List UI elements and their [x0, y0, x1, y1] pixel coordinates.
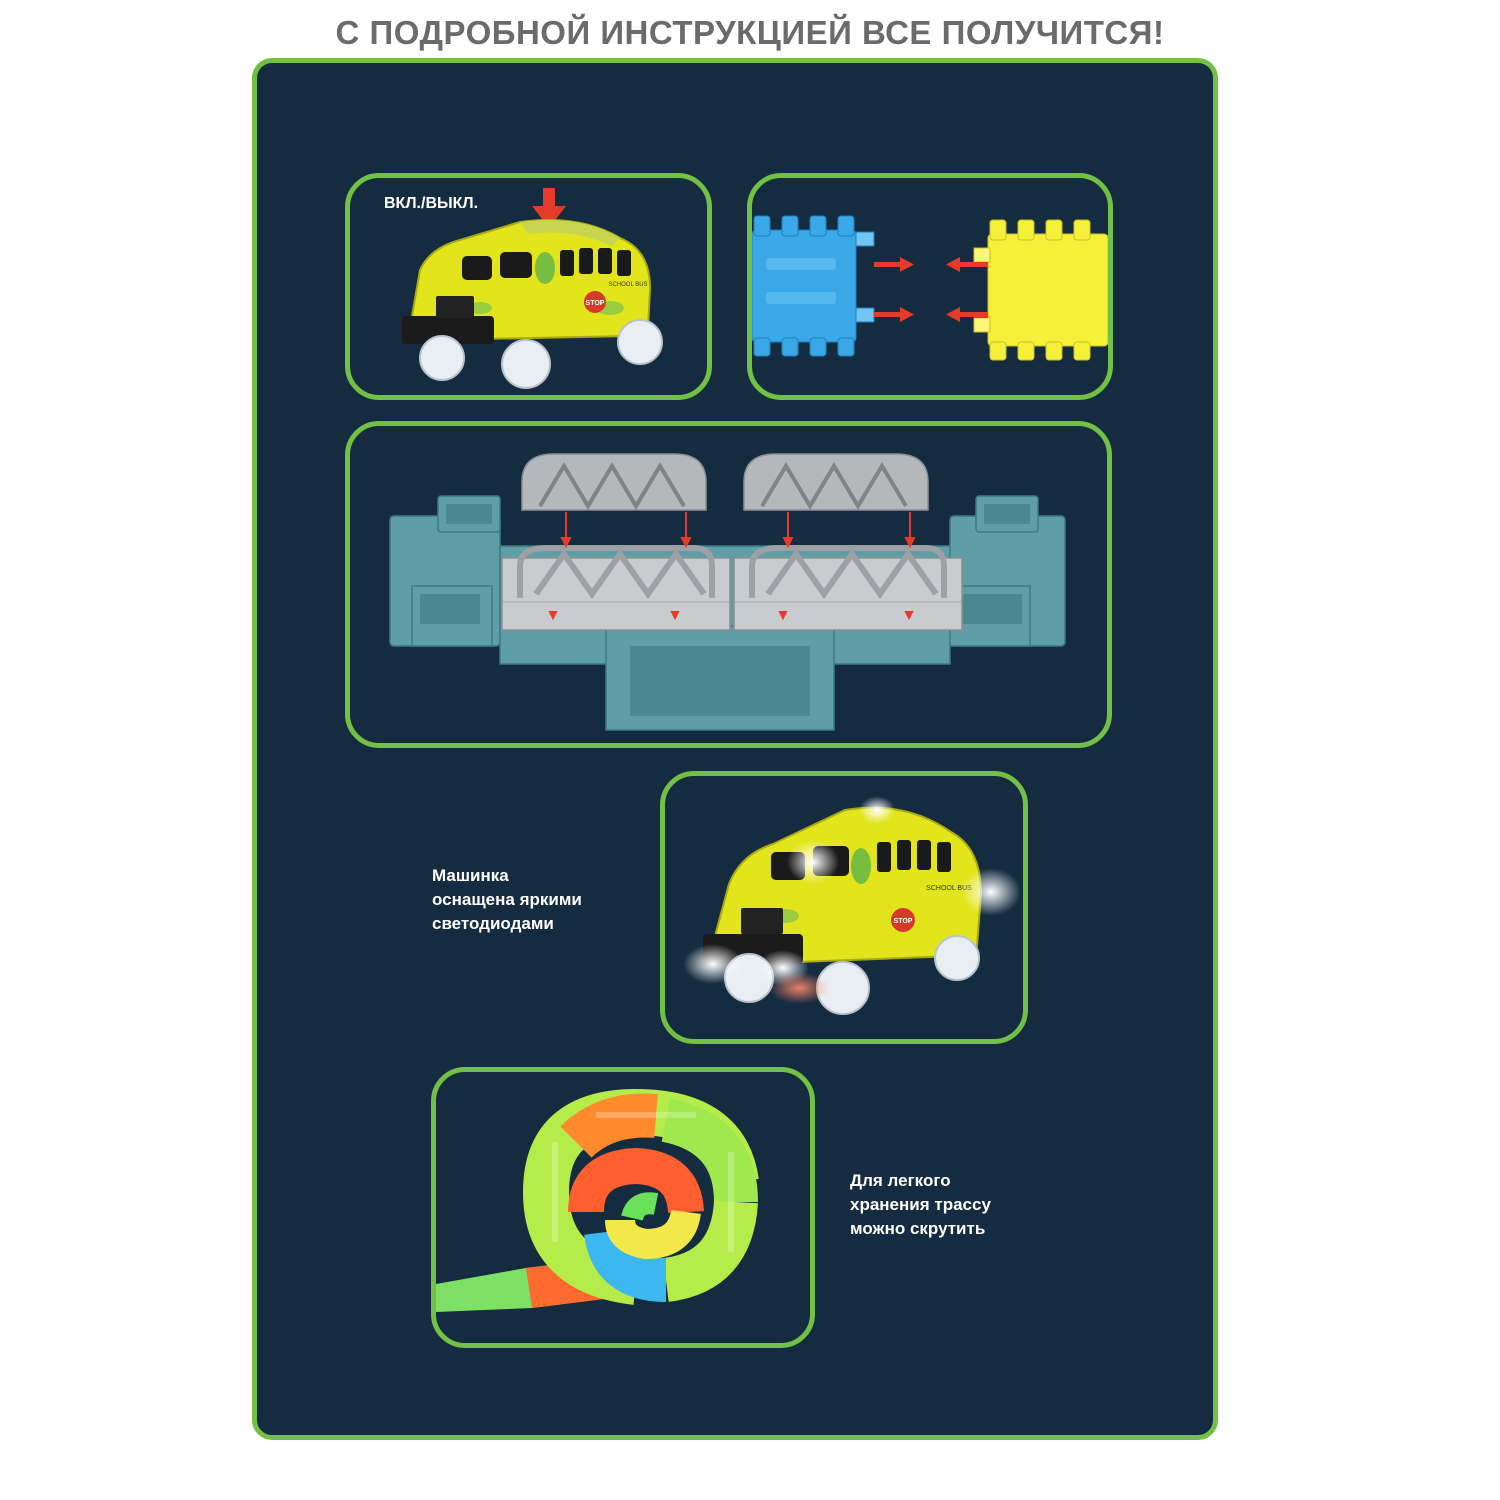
panel-power-switch: ВКЛ./ВЫКЛ. STOP SCHOOL BUS — [345, 173, 712, 400]
connect-arrows-icon — [874, 257, 988, 322]
power-label: ВКЛ./ВЫКЛ. — [384, 195, 479, 212]
bus-text: SCHOOL BUS — [608, 282, 647, 288]
led-bus-text: SCHOOL BUS — [926, 885, 972, 892]
bridge-rail-lower — [517, 545, 947, 600]
rolled-track-image — [436, 1088, 759, 1312]
bridge-deck — [501, 557, 963, 631]
led-glow-icon — [683, 796, 1021, 1004]
bridge-image — [389, 453, 1066, 731]
led-stop-sign-text: STOP — [894, 918, 913, 925]
roll-caption-line-2: хранения трассу — [850, 1195, 991, 1214]
yellow-track-piece — [973, 219, 1108, 361]
track-teeth — [552, 1112, 734, 1252]
car-image: STOP SCHOOL BUS — [402, 188, 663, 389]
roll-caption: Для легкого хранения трассу можно скрути… — [850, 1169, 991, 1241]
panel-led-car: STOP SCHOOL BUS — [660, 771, 1028, 1044]
led-car-image: STOP SCHOOL BUS — [683, 796, 1021, 1015]
placement-arrows-icon — [548, 512, 916, 621]
stop-sign-text: STOP — [586, 300, 605, 307]
track-connect-image — [752, 215, 1108, 361]
leds-caption-line-2: оснащена яркими — [432, 890, 582, 909]
blue-track-piece — [752, 215, 875, 357]
roll-caption-line-1: Для легкого — [850, 1171, 951, 1190]
headline: С ПОДРОБНОЙ ИНСТРУКЦИЕЙ ВСЕ ПОЛУЧИТСЯ! — [335, 14, 1165, 51]
track-spiral — [522, 1088, 759, 1305]
leds-caption-line-1: Машинка — [432, 866, 509, 885]
press-arrow-icon — [532, 188, 566, 228]
leds-caption: Машинка оснащена яркими светодиодами — [432, 864, 582, 936]
panel-rolled-track — [431, 1067, 815, 1348]
roll-caption-line-3: можно скрутить — [850, 1219, 986, 1238]
leds-caption-line-3: светодиодами — [432, 914, 554, 933]
panel-track-connect — [747, 173, 1113, 400]
panel-bridge-assembly — [345, 421, 1112, 748]
bridge-rail-upper — [521, 453, 929, 511]
